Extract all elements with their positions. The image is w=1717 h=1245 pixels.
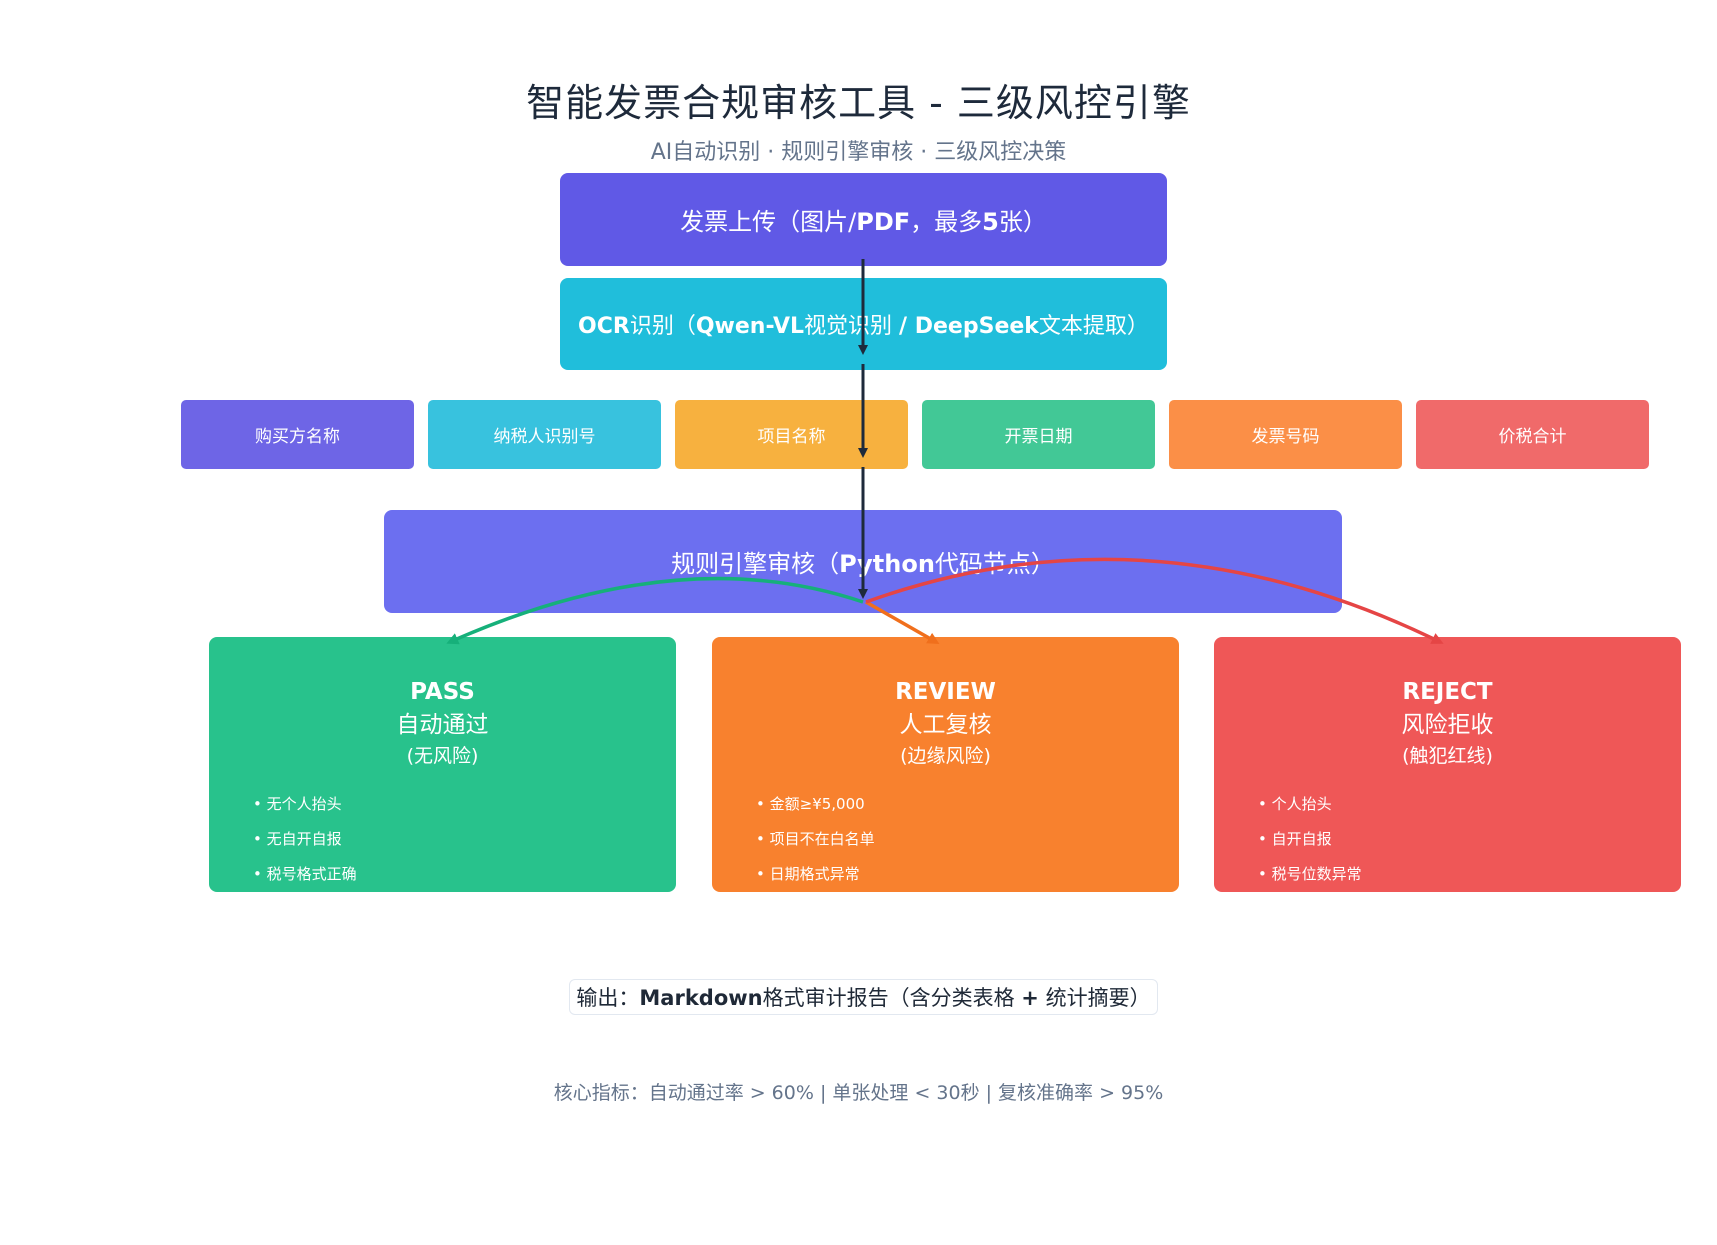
list-item: 税号位数异常 [1258, 857, 1362, 892]
review-criteria: 金额≥¥5,000 项目不在白名单 日期格式异常 [756, 787, 875, 892]
ocr-text: OCR识别（Qwen-VL视觉识别 / DeepSeek文本提取） [578, 314, 1149, 339]
field-buyer-name: 购买方名称 [181, 400, 414, 469]
ocr-step: OCR识别（Qwen-VL视觉识别 / DeepSeek文本提取） [560, 278, 1167, 370]
list-item: 自开自报 [1258, 822, 1362, 857]
output-text: 输出：Markdown格式审计报告（含分类表格 + 统计摘要） [576, 986, 1151, 1010]
upload-step: 发票上传（图片/PDF，最多5张） [560, 173, 1167, 266]
field-total-amount: 价税合计 [1416, 400, 1649, 469]
diagram-title: 智能发票合规审核工具 - 三级风控引擎 [526, 81, 1191, 125]
review-desc: (边缘风险) [900, 745, 991, 767]
list-item: 金额≥¥5,000 [756, 787, 875, 822]
list-item: 日期格式异常 [756, 857, 875, 892]
pass-desc: (无风险) [406, 745, 479, 767]
field-taxpayer-id: 纳税人识别号 [428, 400, 661, 469]
output-report-box: 输出：Markdown格式审计报告（含分类表格 + 统计摘要） [569, 979, 1158, 1015]
core-metrics: 核心指标：自动通过率 > 60% | 单张处理 < 30秒 | 复核准确率 > … [553, 1082, 1164, 1104]
list-item: 无个人抬头 [253, 787, 357, 822]
rule-engine-text: 规则引擎审核（Python代码节点） [671, 550, 1055, 578]
list-item: 无自开自报 [253, 822, 357, 857]
outcome-reject: REJECT 风险拒收 (触犯红线) 个人抬头 自开自报 税号位数异常 [1214, 637, 1681, 892]
outcome-review: REVIEW 人工复核 (边缘风险) 金额≥¥5,000 项目不在白名单 日期格… [712, 637, 1179, 892]
field-item-name: 项目名称 [675, 400, 908, 469]
field-invoice-no: 发票号码 [1169, 400, 1402, 469]
reject-label: 风险拒收 [1401, 712, 1494, 738]
reject-code: REJECT [1402, 679, 1493, 705]
review-label: 人工复核 [899, 712, 992, 738]
outcome-pass: PASS 自动通过 (无风险) 无个人抬头 无自开自报 税号格式正确 [209, 637, 676, 892]
field-issue-date: 开票日期 [922, 400, 1155, 469]
pass-code: PASS [410, 679, 475, 705]
reject-desc: (触犯红线) [1402, 745, 1493, 767]
reject-criteria: 个人抬头 自开自报 税号位数异常 [1258, 787, 1362, 892]
upload-text: 发票上传（图片/PDF，最多5张） [680, 208, 1047, 236]
pass-label: 自动通过 [396, 712, 489, 738]
review-code: REVIEW [895, 679, 996, 705]
rule-engine-step: 规则引擎审核（Python代码节点） [384, 510, 1342, 613]
list-item: 个人抬头 [1258, 787, 1362, 822]
diagram-subtitle: AI自动识别 · 规则引擎审核 · 三级风控决策 [650, 140, 1067, 165]
list-item: 项目不在白名单 [756, 822, 875, 857]
list-item: 税号格式正确 [253, 857, 357, 892]
pass-criteria: 无个人抬头 无自开自报 税号格式正确 [253, 787, 357, 892]
